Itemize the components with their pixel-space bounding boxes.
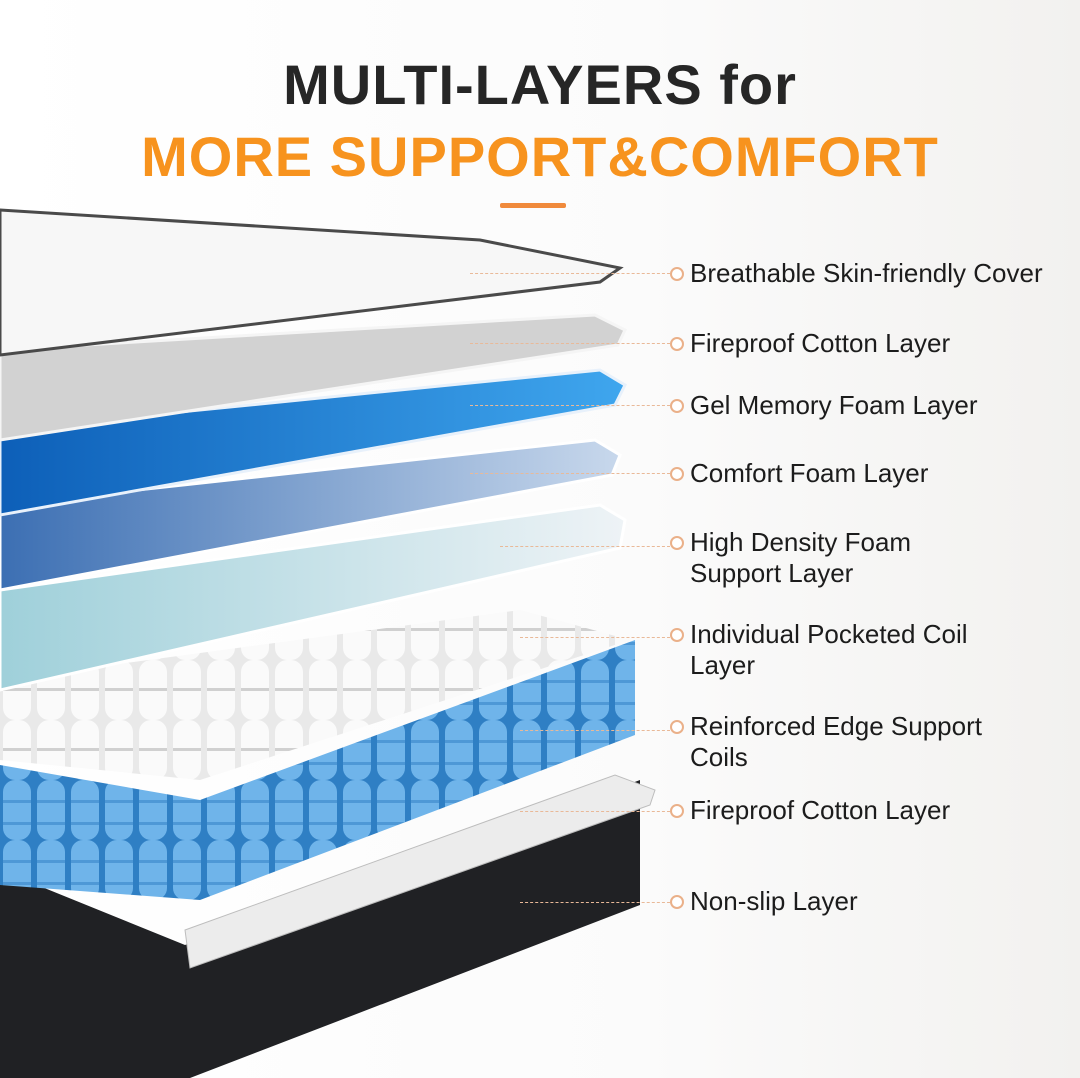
circle-marker-icon: [670, 467, 684, 481]
layer-label: Individual Pocketed Coil Layer: [670, 619, 968, 681]
gel-memory-foam: [0, 368, 627, 517]
fireproof-cotton-layer: [0, 313, 627, 442]
pocketed-coils: [0, 610, 630, 780]
title-line-1: MULTI-LAYERS for: [283, 53, 797, 116]
connector-line: [520, 730, 670, 731]
mattress-cover: [0, 208, 624, 357]
high-density-foam: [0, 503, 627, 692]
title-underline: [500, 203, 566, 208]
circle-marker-icon: [670, 804, 684, 818]
connector-line: [500, 546, 670, 547]
edge-support-coils: [0, 640, 635, 900]
circle-marker-icon: [670, 628, 684, 642]
circle-marker-icon: [670, 337, 684, 351]
circle-marker-icon: [670, 399, 684, 413]
layer-label: Comfort Foam Layer: [670, 458, 928, 489]
comfort-foam: [0, 438, 622, 592]
circle-marker-icon: [670, 895, 684, 909]
connector-line: [470, 473, 670, 474]
layer-label: Reinforced Edge Support Coils: [670, 711, 982, 773]
layer-label: Breathable Skin-friendly Cover: [670, 258, 1043, 289]
connector-line: [470, 405, 670, 406]
circle-marker-icon: [670, 720, 684, 734]
layer-label: High Density Foam Support Layer: [670, 527, 911, 589]
connector-line: [470, 343, 670, 344]
connector-line: [520, 902, 670, 903]
circle-marker-icon: [670, 536, 684, 550]
connector-line: [520, 811, 670, 812]
layer-label: Fireproof Cotton Layer: [670, 328, 950, 359]
connector-line: [520, 637, 670, 638]
connector-line: [470, 273, 670, 274]
layer-label: Fireproof Cotton Layer: [670, 795, 950, 826]
layer-label: Non-slip Layer: [670, 886, 858, 917]
layer-label: Gel Memory Foam Layer: [670, 390, 978, 421]
circle-marker-icon: [670, 267, 684, 281]
bottom-fireproof-layer: [184, 774, 656, 969]
title-line-2: MORE SUPPORT&COMFORT: [141, 125, 939, 188]
